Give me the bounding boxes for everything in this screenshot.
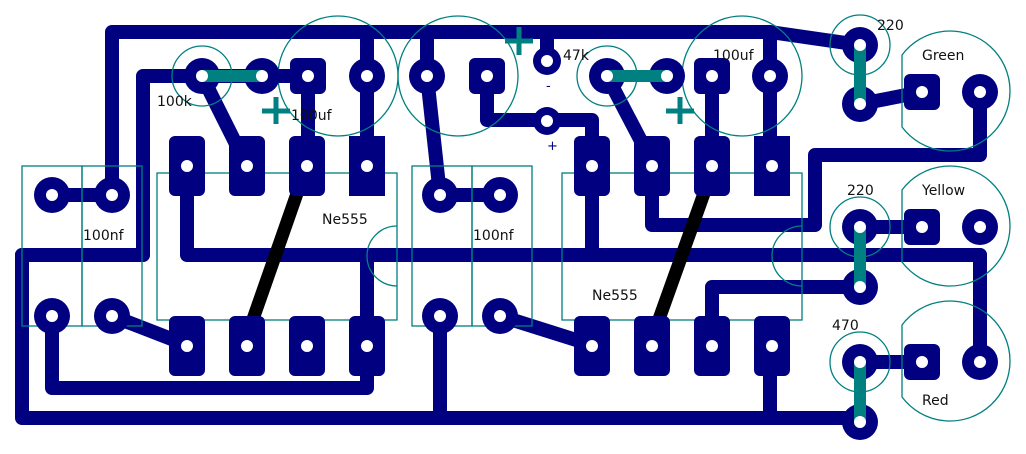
drill-hole [916, 356, 928, 368]
outline-ic1 [156, 172, 398, 321]
trace-c2-lead [420, 69, 447, 202]
label-led-red: Red [922, 393, 949, 409]
drill-hole [434, 189, 446, 201]
label-polarity-plus: + [547, 139, 558, 154]
drill-hole [106, 310, 118, 322]
drill-hole [854, 39, 866, 51]
label-c2: 100nf [83, 228, 125, 244]
label-ic1: Ne555 [322, 212, 368, 228]
round-pads [34, 27, 998, 440]
polarity-plus-icon [262, 97, 290, 124]
drill-hole [974, 221, 986, 233]
drill-hole [586, 340, 598, 352]
label-r2: 47k [563, 48, 590, 64]
trace-top-rail [105, 25, 867, 197]
drill-hole [46, 310, 58, 322]
drill-hole [494, 189, 506, 201]
drill-hole [256, 70, 268, 82]
drill-hole [434, 310, 446, 322]
drill-hole [974, 356, 986, 368]
drill-hole [494, 310, 506, 322]
drill-hole [181, 340, 193, 352]
outline-led-green [901, 30, 1011, 152]
drill-hole [301, 340, 313, 352]
drill-hole [646, 160, 658, 172]
drill-hole [181, 160, 193, 172]
drill-hole [854, 281, 866, 293]
drill-hole [361, 160, 373, 172]
drill-hole [854, 356, 866, 368]
label-r5: 470 [832, 318, 859, 334]
notch-ic2 [771, 225, 803, 287]
drill-holes [46, 39, 986, 428]
drill-hole [302, 70, 314, 82]
label-c1: 100uf [291, 108, 333, 124]
polarity-plus-icon [505, 27, 533, 55]
drill-hole [974, 86, 986, 98]
drill-hole [706, 160, 718, 172]
drill-hole [46, 189, 58, 201]
ic2-pads [574, 136, 790, 376]
label-r3: 220 [877, 18, 904, 34]
polarity-plus-icon [666, 97, 694, 124]
notch-ic1 [366, 225, 398, 287]
drill-hole [854, 416, 866, 428]
drill-hole [766, 160, 778, 172]
drill-hole [541, 115, 553, 127]
drill-hole [481, 70, 493, 82]
label-led-green: Green [922, 48, 964, 64]
drill-hole [361, 70, 373, 82]
drill-hole [916, 221, 928, 233]
label-r4: 220 [847, 183, 874, 199]
label-ic2: Ne555 [592, 288, 638, 304]
drill-hole [706, 70, 718, 82]
outline-ic2 [561, 172, 803, 321]
drill-hole [854, 98, 866, 110]
drill-hole [241, 340, 253, 352]
label-polarity-minus: - [546, 79, 551, 94]
drill-hole [541, 55, 553, 67]
label-c4: 100nf [473, 228, 515, 244]
drill-hole [661, 70, 673, 82]
label-c3: 100uf [713, 48, 755, 64]
drill-hole [601, 70, 613, 82]
drill-hole [241, 160, 253, 172]
wire-jumper-ic1 [245, 182, 307, 325]
drill-hole [854, 221, 866, 233]
wire-jumper-ic2 [651, 182, 714, 325]
drill-hole [766, 340, 778, 352]
drill-hole [916, 86, 928, 98]
drill-hole [301, 160, 313, 172]
drill-hole [586, 160, 598, 172]
pads [34, 27, 998, 440]
drill-hole [764, 70, 776, 82]
drill-hole [421, 70, 433, 82]
label-r1: 100k [157, 94, 193, 110]
trace-ic2-to-green [645, 85, 987, 232]
label-led-yellow: Yellow [921, 183, 965, 199]
drill-hole [646, 340, 658, 352]
outline-led-yellow [901, 165, 1011, 287]
outline-c3 [397, 15, 519, 137]
drill-hole [106, 189, 118, 201]
drill-hole [361, 340, 373, 352]
outline-led-red [901, 300, 1011, 422]
drill-hole [196, 70, 208, 82]
drill-hole [706, 340, 718, 352]
